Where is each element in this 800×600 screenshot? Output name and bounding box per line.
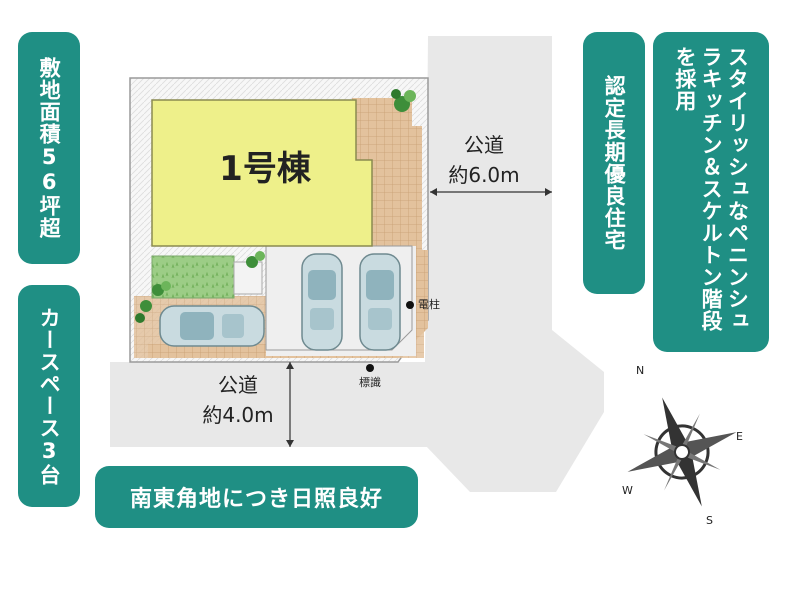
- tree-icon: [246, 251, 265, 268]
- sign-marker: [366, 364, 374, 372]
- corner-lot-badge: 南東角地につき日照良好: [95, 466, 418, 528]
- car-space-badge: カースペース3台: [18, 285, 80, 507]
- pole-label: 電柱: [418, 297, 440, 311]
- certified-housing-badge-text: 認定長期優良住宅: [602, 75, 627, 251]
- car-space-badge-text: カースペース3台: [37, 306, 62, 486]
- car-icon: [359, 253, 401, 351]
- compass-w: W: [622, 484, 633, 497]
- paving-drive-edge: [265, 245, 413, 351]
- road-east-label: 公道: [464, 133, 504, 157]
- tree-icon: [391, 89, 416, 112]
- utility-pole: [406, 301, 414, 309]
- compass-s: S: [706, 514, 713, 527]
- kitchen-stairs-badge-text: スタイリッシュなペニンシュラキッチン＆スケルトン階段を採用: [672, 46, 750, 332]
- building: [151, 99, 373, 247]
- car-icon: [159, 305, 265, 347]
- road-south-label: 公道: [218, 373, 258, 397]
- area-badge: 敷地面積56坪超: [18, 32, 80, 264]
- road-south-width: 約4.0m: [202, 403, 273, 427]
- car-icon: [301, 253, 343, 351]
- road-east-width: 約6.0m: [448, 163, 519, 187]
- porch: [233, 261, 263, 295]
- compass-e: E: [736, 430, 743, 443]
- area-badge-text: 敷地面積56坪超: [37, 57, 62, 239]
- certified-housing-badge: 認定長期優良住宅: [583, 32, 645, 294]
- compass-icon: [627, 397, 737, 507]
- tree-icon: [152, 281, 171, 296]
- kitchen-stairs-badge: スタイリッシュなペニンシュラキッチン＆スケルトン階段を採用: [653, 32, 769, 352]
- building-label: 1号棟: [219, 149, 312, 189]
- lawn: [151, 255, 235, 299]
- sign-label: 標識: [359, 375, 381, 389]
- tree-icon: [135, 300, 152, 323]
- corner-lot-badge-text: 南東角地につき日照良好: [129, 487, 383, 512]
- road-south: [110, 362, 435, 447]
- road-east: [425, 36, 604, 492]
- compass-n: N: [636, 364, 644, 377]
